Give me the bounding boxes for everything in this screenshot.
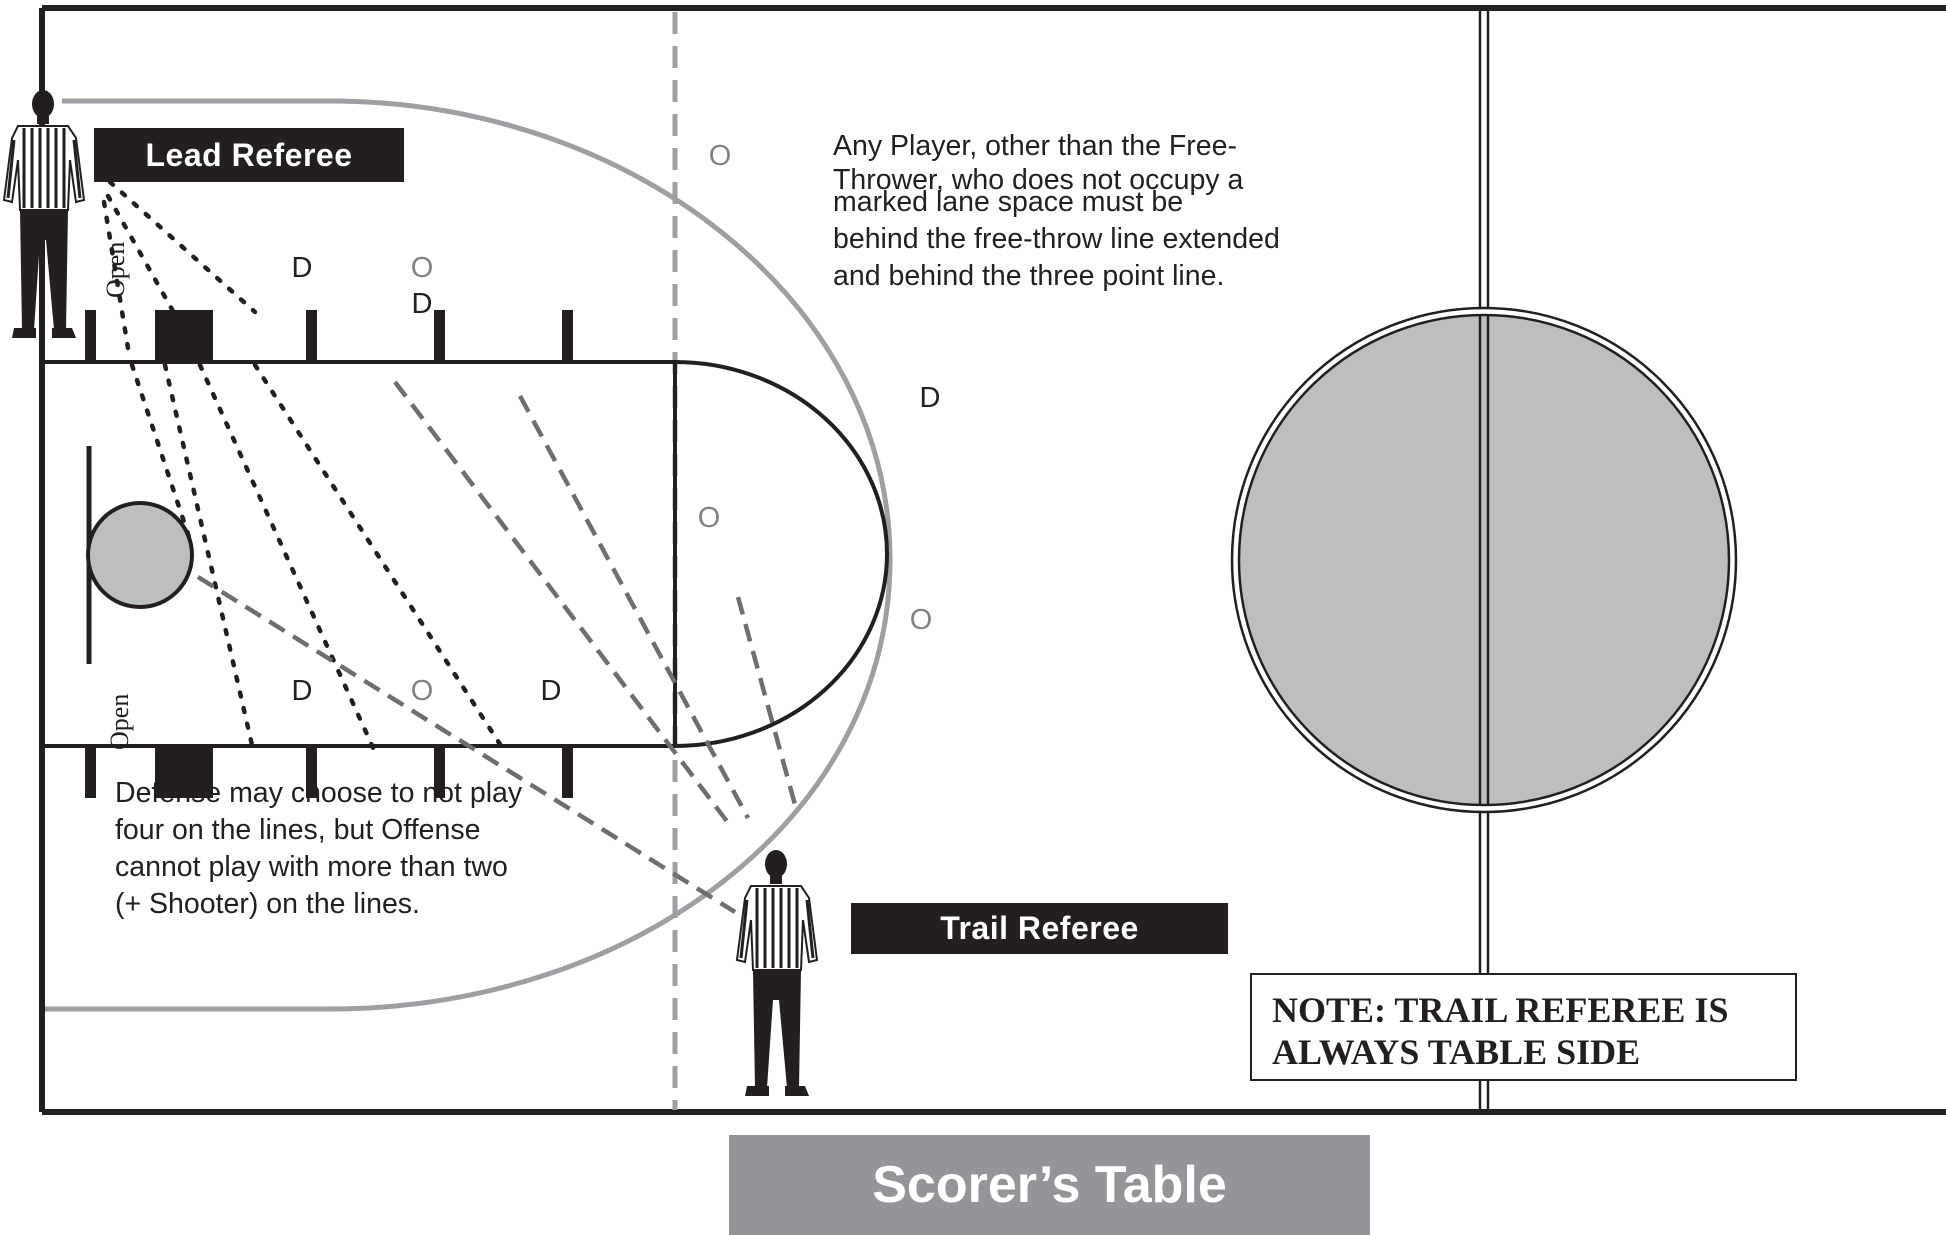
marker-d-bottom-1: D	[292, 675, 313, 707]
open-label-top: Open	[101, 242, 130, 298]
table-side-note: NOTE: TRAIL REFEREE IS ALWAYS TABLE SIDE	[1250, 973, 1797, 1081]
players-rule-text: Any Player, other than the Free- Thrower…	[833, 128, 1280, 295]
marker-d-bottom-2: D	[541, 675, 562, 707]
lead-sight-lines	[101, 179, 508, 755]
open-label-bottom: Open	[105, 694, 134, 750]
marker-o-top-1: O	[411, 252, 434, 284]
marker-d-top-2: D	[412, 288, 433, 320]
marker-o-far-top: O	[709, 140, 732, 172]
three-point-arc	[45, 98, 893, 1012]
defense-rule-line: Defense may choose to not play	[115, 777, 523, 809]
marker-d-top-1: D	[292, 252, 313, 284]
trail-referee-label: Trail Referee	[851, 903, 1228, 954]
players-rule-line: Any Player, other than the Free-	[833, 130, 1237, 162]
lane-markers-bottom	[85, 746, 573, 798]
players-rule-line: and behind the three point line.	[833, 260, 1225, 292]
center-circle	[1230, 306, 1738, 814]
players-rule-line: behind the free-throw line extended	[833, 223, 1280, 255]
defense-rule-line: cannot play with more than two	[115, 851, 508, 883]
lead-referee-label: Lead Referee	[94, 128, 404, 182]
player-markers: D O D O D O O D O D	[292, 140, 941, 707]
defense-rule-text: Defense may choose to not play four on t…	[115, 775, 522, 923]
players-rule-line: marked lane space must be	[833, 186, 1184, 218]
players-rule-line: Thrower, who does not occupy a	[833, 164, 1244, 196]
defense-rule-line: four on the lines, but Offense	[115, 814, 481, 846]
referee-figure-icon	[2, 90, 86, 338]
basket	[86, 501, 194, 609]
marker-d-right: D	[920, 382, 941, 414]
scorers-table: Scorer’s Table	[729, 1135, 1370, 1235]
defense-rule-line: (+ Shooter) on the lines.	[115, 888, 420, 920]
lane-markers-top	[85, 310, 573, 362]
trail-sight-lines	[196, 380, 800, 914]
marker-o-right: O	[910, 604, 933, 636]
marker-o-bottom-1: O	[411, 675, 434, 707]
referee-figure-icon	[735, 850, 819, 1096]
marker-o-ft-circle: O	[698, 502, 721, 534]
